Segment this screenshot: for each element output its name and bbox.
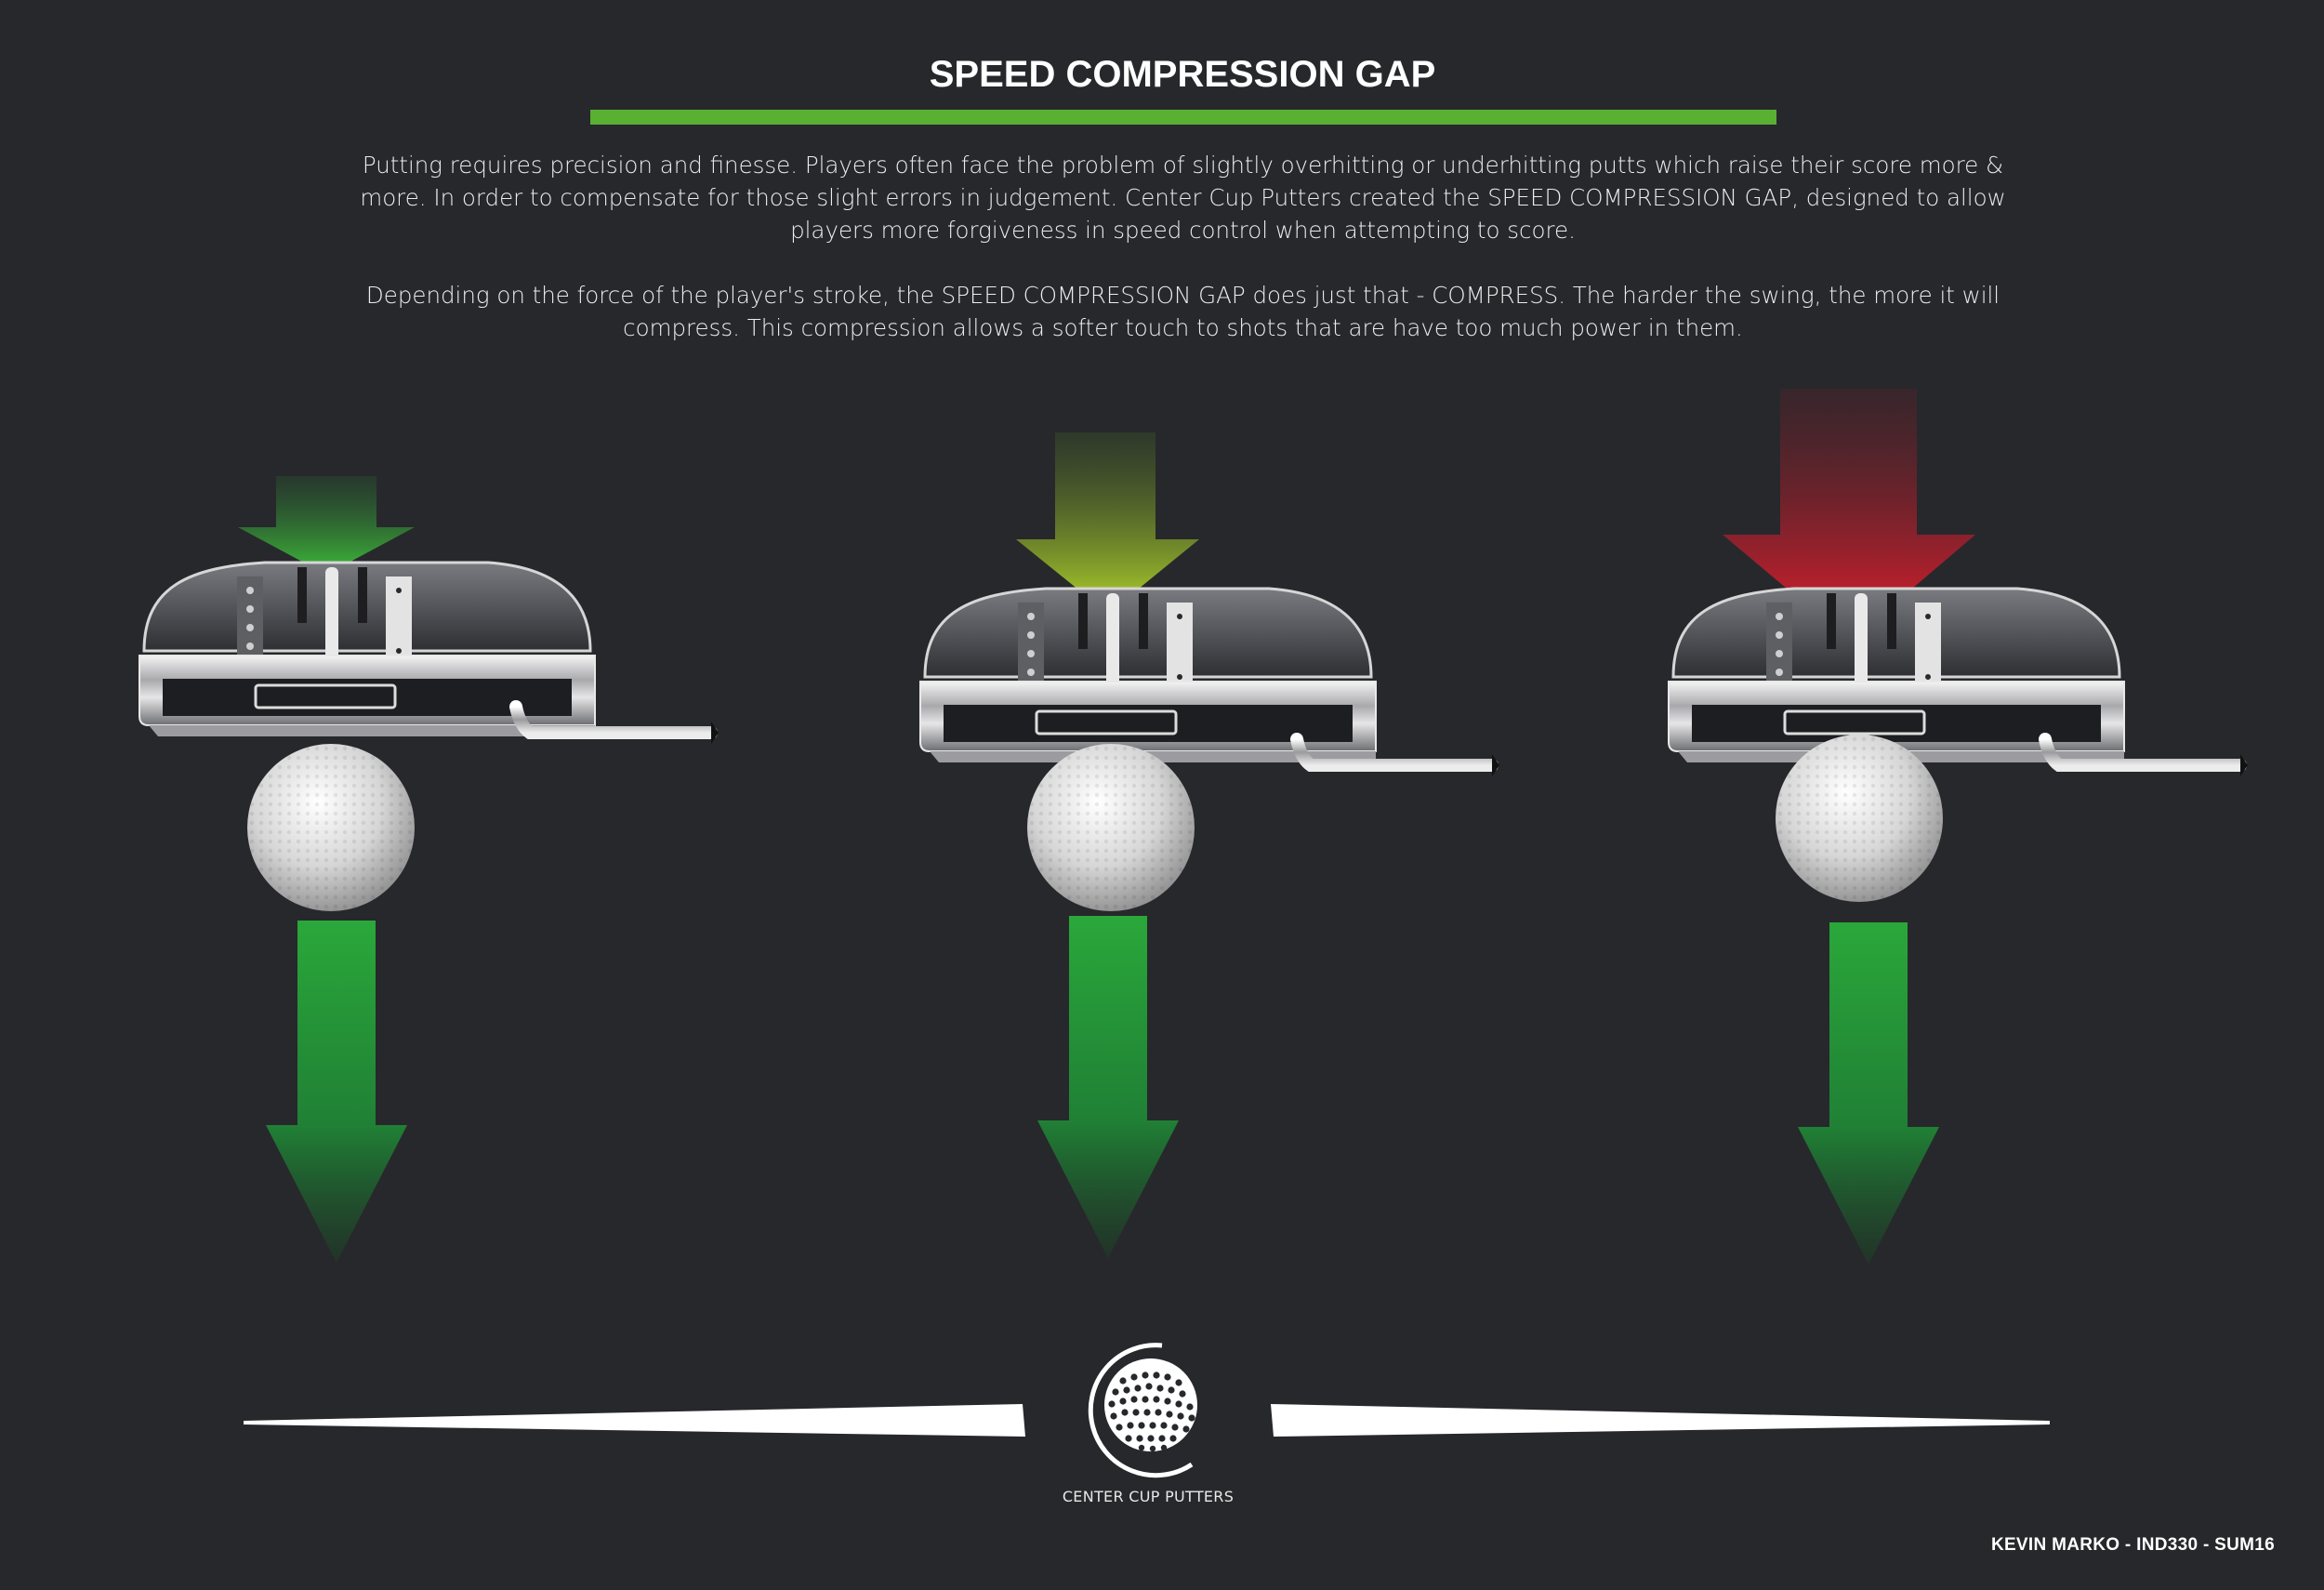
putter-head-light — [139, 563, 595, 736]
footer-divider-left — [244, 1404, 1025, 1437]
title-underline — [590, 110, 1776, 125]
brand-name: CENTER CUP PUTTERS — [1062, 1488, 1235, 1505]
golf-ball-light — [247, 744, 415, 911]
intro-paragraph: Putting requires precision and finesse. … — [360, 152, 2006, 244]
panel-hard-force — [1669, 389, 2248, 1265]
impact-arrow-light — [238, 476, 415, 575]
author-credit: KEVIN MARKO - IND330 - SUM16 — [1990, 1535, 2275, 1555]
page-title: SPEED COMPRESSION GAP — [929, 54, 1436, 95]
impact-arrow-medium — [1016, 432, 1199, 614]
exit-arrow-medium — [1037, 916, 1179, 1258]
panel-medium-force — [920, 432, 1499, 1258]
footer-divider-right — [1271, 1404, 2050, 1437]
golf-ball-medium — [1027, 744, 1195, 911]
golf-ball-hard — [1776, 735, 1943, 902]
brand-logo — [1088, 1343, 1197, 1478]
impact-arrow-hard — [1723, 389, 1975, 642]
panel-light-force — [139, 476, 719, 1263]
putter-head-hard — [1669, 589, 2124, 762]
exit-arrow-light — [266, 921, 407, 1263]
exit-arrow-hard — [1798, 922, 1939, 1265]
detail-paragraph: Depending on the force of the player's s… — [365, 282, 2000, 341]
putter-head-medium — [920, 589, 1376, 762]
